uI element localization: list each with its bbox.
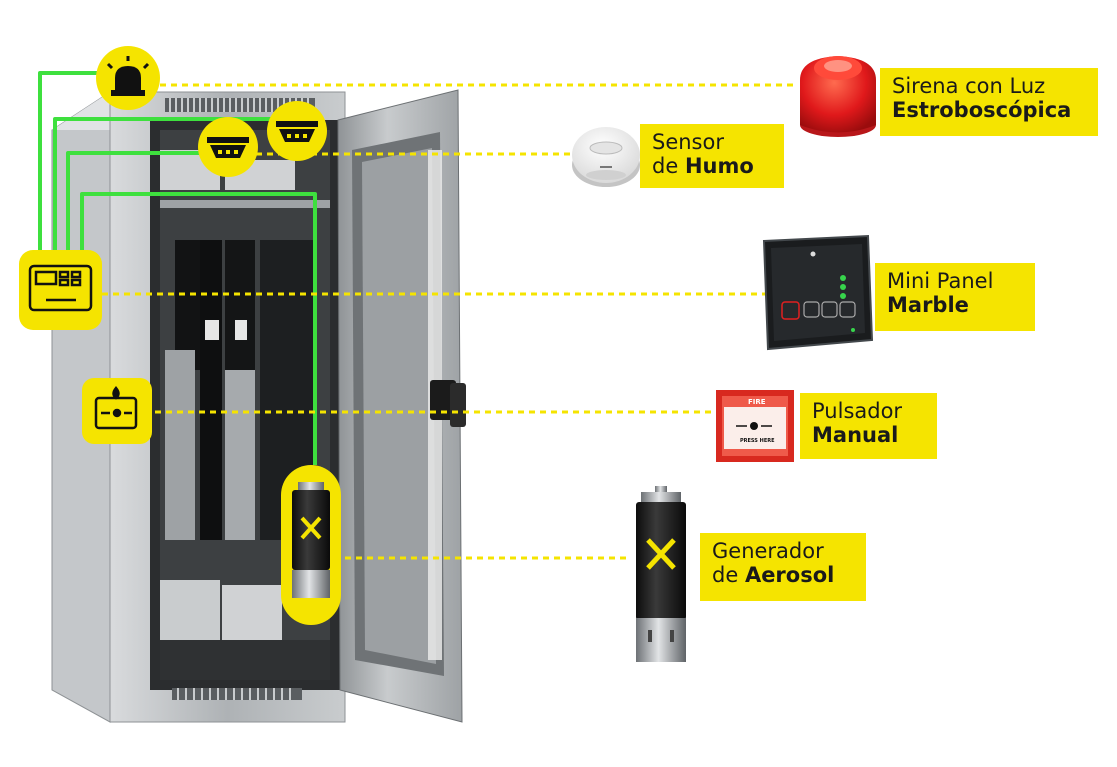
label-humo-line1: Sensor xyxy=(652,130,724,154)
label-aerosol-line1: Generador xyxy=(712,539,824,563)
strobe-siren-image xyxy=(800,56,876,137)
label-pulsador: Pulsador Manual xyxy=(800,393,937,459)
aerosol-generator-image xyxy=(636,486,686,662)
label-generador-aerosol: Generador de Aerosol xyxy=(700,533,866,601)
green-wiring xyxy=(38,71,317,465)
smoke-detector-icon xyxy=(276,121,318,142)
aerosol-badge xyxy=(281,465,341,625)
label-aerosol-line2-prefix: de xyxy=(712,563,745,587)
label-humo-line2-prefix: de xyxy=(652,154,685,178)
control-panel-badge xyxy=(19,250,102,330)
label-mini-panel: Mini Panel Marble xyxy=(875,263,1035,331)
label-sirena: Sirena con Luz Estroboscópica xyxy=(880,68,1098,136)
call-point-icon xyxy=(94,386,138,430)
dashed-leaders xyxy=(102,83,798,560)
manual-call-point-image: FIRE PRESS HERE xyxy=(716,390,794,462)
label-humo-line2-bold: Humo xyxy=(684,154,754,178)
beacon-icon xyxy=(106,56,150,96)
aerosol-cylinder-icon xyxy=(292,482,330,598)
call-point-fire-text: FIRE xyxy=(748,398,766,406)
terminal-block-bottom xyxy=(160,580,330,680)
label-panel-line2: Marble xyxy=(887,293,969,317)
call-point-press-text: PRESS HERE xyxy=(740,438,775,444)
cabinet-door xyxy=(337,89,466,723)
control-panel-icon xyxy=(28,264,93,312)
electrical-cabinet xyxy=(51,89,466,723)
mini-panel-marble-image xyxy=(762,234,874,351)
label-sensor-humo: Sensor de Humo xyxy=(640,124,784,188)
manual-call-point-badge xyxy=(82,378,152,444)
label-pulsador-line1: Pulsador xyxy=(812,399,903,423)
smoke-detector-badge-1 xyxy=(198,117,258,177)
label-pulsador-line2: Manual xyxy=(812,423,899,447)
siren-badge xyxy=(96,46,160,110)
smoke-detector-badge-2 xyxy=(267,101,327,161)
label-panel-line1: Mini Panel xyxy=(887,269,994,293)
label-sirena-line1: Sirena con Luz xyxy=(892,74,1046,98)
label-sirena-line2: Estroboscópica xyxy=(892,98,1072,122)
smoke-detector-icon xyxy=(207,137,249,158)
smoke-sensor-image xyxy=(572,127,640,187)
bottom-vent xyxy=(172,688,302,700)
label-aerosol-line2-bold: Aerosol xyxy=(744,563,835,587)
